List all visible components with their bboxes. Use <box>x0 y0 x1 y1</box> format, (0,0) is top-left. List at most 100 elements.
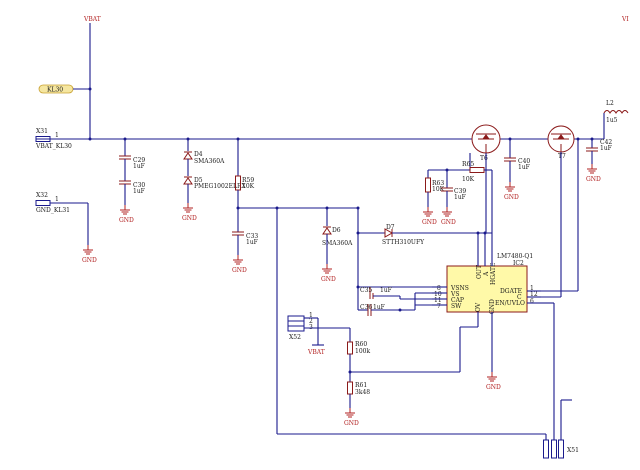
gnd-label-c39: GND <box>441 219 456 226</box>
svg-text:10: 10 <box>434 291 442 298</box>
svg-text:T7: T7 <box>558 153 566 160</box>
svg-text:EN/UVLO: EN/UVLO <box>495 300 525 307</box>
gnd-label-r61: GND <box>344 420 359 427</box>
svg-text:R60: R60 <box>355 341 367 348</box>
gnd-label-ic2: GND <box>486 384 501 391</box>
svg-text:C39: C39 <box>454 188 466 195</box>
svg-text:GND_KL31: GND_KL31 <box>36 207 70 214</box>
svg-text:1u5: 1u5 <box>606 117 618 124</box>
resistor-r61: R61 3k48 <box>347 381 370 396</box>
gnd-label-c40: GND <box>504 194 519 201</box>
svg-text:C36: C36 <box>360 304 372 311</box>
svg-text:SMA360A: SMA360A <box>194 158 225 165</box>
svg-text:1uF: 1uF <box>380 287 392 294</box>
svg-text:1: 1 <box>309 312 313 319</box>
svg-text:HGATE: HGATE <box>490 263 497 285</box>
gnd-label-c33: GND <box>232 267 247 274</box>
svg-text:D4: D4 <box>194 151 203 158</box>
svg-text:X32: X32 <box>36 192 48 199</box>
svg-text:C35: C35 <box>360 287 372 294</box>
vbat-top-label: VBAT <box>83 16 101 23</box>
svg-text:C30: C30 <box>133 182 145 189</box>
svg-text:1uF: 1uF <box>454 194 466 201</box>
svg-text:6: 6 <box>530 298 534 305</box>
svg-text:GND: GND <box>489 299 496 314</box>
svg-text:X31: X31 <box>36 128 48 135</box>
kl30-net-flag: KL30 <box>38 84 74 94</box>
capacitor-c33: C33 1uF <box>232 231 258 246</box>
svg-text:STTH310UFY: STTH310UFY <box>382 239 425 246</box>
svg-text:10K: 10K <box>432 186 445 193</box>
tvs-diode-d4: D4 SMA360A <box>183 151 225 165</box>
svg-text:2: 2 <box>309 318 313 325</box>
svg-text:12: 12 <box>530 291 538 298</box>
gnd-label-d5: GND <box>182 215 197 222</box>
gnd-label-d6: GND <box>321 276 336 283</box>
capacitor-c40: C40 1uF <box>504 157 530 171</box>
svg-text:1uF: 1uF <box>600 145 612 152</box>
capacitor-c35: C35 1uF <box>360 287 392 299</box>
svg-text:SMA360A: SMA360A <box>322 240 353 247</box>
svg-text:R61: R61 <box>355 382 367 389</box>
inductor-l2: L2 1u5 <box>603 100 629 124</box>
svg-text:3k48: 3k48 <box>355 389 370 396</box>
diode-d7: D7 STTH310UFY <box>382 224 425 246</box>
svg-text:D6: D6 <box>332 227 341 234</box>
connector-x51: X51 <box>543 439 579 459</box>
svg-text:8: 8 <box>437 285 441 292</box>
resistor-r65: R65 10K <box>462 161 485 183</box>
svg-text:1uF: 1uF <box>133 188 145 195</box>
svg-text:1uF: 1uF <box>246 239 258 246</box>
svg-text:A: A <box>483 271 490 277</box>
capacitor-c30: C30 1uF <box>119 180 145 195</box>
svg-text:1uF: 1uF <box>373 304 385 311</box>
svg-text:1: 1 <box>530 285 534 292</box>
svg-text:C29: C29 <box>133 157 145 164</box>
svg-text:PMEG1002ELRX: PMEG1002ELRX <box>194 183 247 190</box>
svg-text:R63: R63 <box>432 180 444 187</box>
capacitor-c29: C29 1uF <box>119 139 145 170</box>
svg-text:11: 11 <box>434 297 442 304</box>
svg-text:X51: X51 <box>567 447 579 454</box>
capacitor-c39: C39 1uF <box>441 187 466 201</box>
svg-text:DGATE: DGATE <box>500 288 522 295</box>
svg-text:C33: C33 <box>246 233 258 240</box>
svg-text:100k: 100k <box>355 348 370 355</box>
svg-text:R59: R59 <box>242 177 254 184</box>
schottky-diode-d5: D5 PMEG1002ELRX <box>183 176 247 190</box>
svg-text:T6: T6 <box>480 155 488 162</box>
svg-text:CAP: CAP <box>451 297 464 304</box>
svg-text:OV: OV <box>475 302 482 312</box>
svg-text:IC2: IC2 <box>513 260 524 267</box>
svg-text:OUT: OUT <box>476 265 483 279</box>
svg-text:1uF: 1uF <box>133 163 145 170</box>
resistor-r60: R60 100k <box>347 341 370 355</box>
connector-x31: X31 1 VBAT_KL30 <box>35 128 72 150</box>
svg-text:VSNS: VSNS <box>450 285 469 292</box>
svg-text:SW: SW <box>451 303 462 310</box>
svg-text:L2: L2 <box>606 100 614 107</box>
svg-text:D5: D5 <box>194 177 203 184</box>
svg-text:C42: C42 <box>600 139 612 146</box>
svg-text:10K: 10K <box>242 183 255 190</box>
gnd-label-r63: GND <box>422 219 437 226</box>
connector-x52: 1 2 3 X52 <box>287 312 313 341</box>
svg-text:KL30: KL30 <box>47 87 63 94</box>
gnd-label-c30: GND <box>119 217 134 224</box>
svg-text:C40: C40 <box>518 158 530 165</box>
vi-edge-label: VI <box>621 16 629 23</box>
svg-text:7: 7 <box>437 303 441 310</box>
svg-text:LM7480-Q1: LM7480-Q1 <box>497 253 533 260</box>
ic2-lm7480-q1: LM7480-Q1 IC2 VSNS VS CAP SW DGATE C EN/… <box>434 253 538 314</box>
gnd-label-x32: GND <box>82 257 97 264</box>
svg-text:R65: R65 <box>462 161 474 168</box>
svg-text:X52: X52 <box>289 334 301 341</box>
svg-text:1uF: 1uF <box>518 164 530 171</box>
svg-text:1: 1 <box>55 196 59 203</box>
vbat-bottom-label: VBAT <box>307 349 325 356</box>
svg-text:C: C <box>517 294 522 301</box>
svg-text:1: 1 <box>55 132 59 139</box>
svg-text:VS: VS <box>450 291 459 298</box>
svg-text:10K: 10K <box>462 176 475 183</box>
